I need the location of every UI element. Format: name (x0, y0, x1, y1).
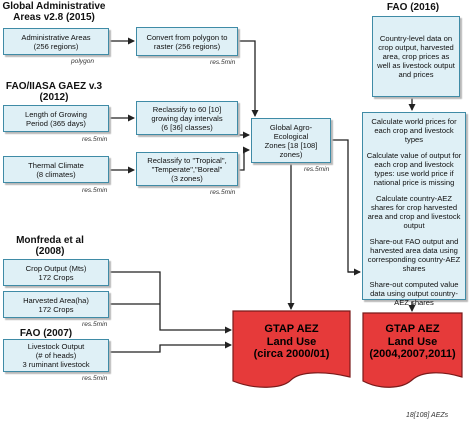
fao2007-heading: FAO (2007) (19, 328, 73, 339)
admin-areas-line2: (256 regions) (33, 41, 79, 51)
arrow-convert-to-aez (238, 40, 259, 117)
aez-line1: Global Agro-Ecological (269, 122, 313, 141)
livestock-line2: (# of heads) (35, 351, 77, 360)
gadm-heading-line2: Areas v2.8 (2015) (13, 12, 95, 23)
harvested-line2: 172 Crops (38, 304, 74, 314)
calc-step-4-line3: corresponding country-AEZ (367, 255, 461, 264)
calc-step-3-line4: output (403, 221, 425, 230)
aez-box: Global Agro-Ecological Zones [18 [108] z… (251, 118, 331, 163)
aez-note: res.5min (304, 166, 330, 173)
convert-line2: raster (256 regions) (153, 41, 221, 51)
fao2016-line5: and prices (398, 70, 434, 79)
calc-step-2-line1: Calculate value of output for (366, 151, 462, 160)
calc-step-1-line3: types (404, 135, 424, 144)
gtap-right-line3: (2004,2007,2011) (369, 348, 456, 360)
reclass-thermal-line2: "Temperate","Boreal" (151, 164, 223, 174)
calc-step-5: Share-out computed value data using outp… (369, 280, 458, 307)
thermal-line2: (8 climates) (36, 169, 76, 179)
gtap-left-shape (232, 310, 351, 388)
reclass-lgp-line2: growing day intervals (151, 113, 223, 123)
gtap-right-line2: Land Use (387, 335, 438, 348)
fao2016-heading: FAO (2016) (386, 2, 440, 13)
gtap-right-shape (362, 312, 463, 388)
convert-line1: Convert from polygon to (146, 32, 228, 42)
calc-step-5-line2: data using output country- (370, 289, 458, 298)
thermal-note: res.5min (82, 187, 108, 194)
reclass-thermal-line1: Reclassify to "Tropical", (147, 155, 227, 165)
convert-box: Convert from polygon to raster (256 regi… (136, 27, 238, 56)
crop-output-line1: Crop Output (Mts) (25, 263, 87, 273)
livestock-line3: 3 ruminant livestock (22, 360, 90, 369)
gadm-heading-line1: Global Administrative (2, 1, 106, 12)
admin-areas-box: Administrative Areas (256 regions) (3, 28, 109, 55)
thermal-line1: Thermal Climate (28, 160, 84, 170)
monfreda-heading-line1: Monfreda et al (16, 235, 84, 246)
gadm-heading: Global Administrative Areas v2.8 (2015) (0, 1, 108, 23)
calc-step-3-line3: area and crop and livestock (367, 212, 461, 221)
arrow-crop-to-gtap (109, 271, 232, 334)
lgp-note: res.5min (82, 136, 108, 143)
calc-step-4-line4: shares (402, 264, 426, 273)
crop-output-line2: 172 Crops (38, 272, 74, 282)
reclass-thermal-line3: (3 zones) (171, 173, 203, 183)
crop-output-box: Crop Output (Mts) 172 Crops (3, 259, 109, 286)
arrow-livestock-to-gtap (109, 341, 232, 353)
calc-step-2-line3: types: use world price if (374, 169, 454, 178)
fao2016-line3: area, crop prices as (382, 52, 450, 61)
gtap-right-line1: GTAP AEZ (385, 323, 440, 335)
aez-count-footnote: 18[108] AEZs (406, 412, 449, 419)
reclass-lgp-line1: Reclassify to 60 [10] (152, 104, 222, 114)
calc-step-4-line1: Share-out FAO output and (369, 237, 459, 246)
fao2016-line4: well as livestock output (377, 61, 455, 70)
gtap-right-label: GTAP AEZ Land Use (2004,2007,2011) (363, 323, 462, 361)
monfreda-heading: Monfreda et al (2008) (0, 235, 100, 257)
harvested-line1: Harvested Area(ha) (23, 295, 89, 305)
aez-line2: Zones [18 [108] zones) (264, 140, 318, 159)
calc-step-2-line4: national price is missing (373, 178, 455, 187)
reclass-lgp-box: Reclassify to 60 [10] growing day interv… (136, 101, 238, 135)
calc-step-1: Calculate world prices for each crop and… (371, 117, 456, 144)
reclass-lgp-line3: (6 [36] classes) (161, 122, 213, 132)
arrow-reclass-thermal-to-aez (238, 146, 250, 171)
convert-note: res.5min (210, 59, 236, 66)
gtap-left-line1: GTAP AEZ (264, 323, 319, 335)
monfreda-heading-line2: (2008) (35, 246, 65, 257)
calc-step-5-line3: AEZ shares (394, 298, 434, 307)
lgp-line2: Period (365 days) (26, 118, 86, 128)
fao2016-box: Country-level data on crop output, harve… (372, 16, 460, 97)
livestock-box: Livestock Output (# of heads) 3 ruminant… (3, 339, 109, 372)
livestock-line1: Livestock Output (27, 342, 85, 351)
gaez-heading-line1: FAO/IIASA GAEZ v.3 (5, 81, 103, 92)
calc-step-3-line1: Calculate country-AEZ (376, 194, 452, 203)
calc-step-2-line2: each crop and livestock (374, 160, 454, 169)
reclass-thermal-box: Reclassify to "Tropical", "Temperate","B… (136, 152, 238, 186)
calc-step-5-line1: Share-out computed value (369, 280, 459, 289)
gaez-heading-line2: (2012) (39, 92, 69, 103)
thermal-box: Thermal Climate (8 climates) (3, 156, 109, 183)
fao2007-note: res.5min (82, 375, 108, 382)
calc-step-2: Calculate value of output for each crop … (367, 151, 462, 187)
calculation-steps-box: Calculate world prices for each crop and… (362, 112, 466, 307)
lgp-box: Length of Growing Period (365 days) (3, 105, 109, 132)
admin-areas-line1: Administrative Areas (21, 32, 91, 42)
gadm-note: polygon (71, 58, 95, 65)
fao2016-line1: Country-level data on (379, 34, 453, 43)
harvested-area-box: Harvested Area(ha) 172 Crops (3, 291, 109, 318)
lgp-line1: Length of Growing (24, 109, 88, 119)
reclass-thermal-note: res.5min (210, 189, 236, 196)
calc-step-4-line2: harvested area data using (370, 246, 458, 255)
gtap-left-line2: Land Use (266, 335, 317, 348)
calc-step-3-line2: shares for crop harvested (370, 203, 458, 212)
calc-step-1-line2: each crop and livestock (374, 126, 454, 135)
gtap-left-label: GTAP AEZ Land Use (circa 2000/01) (233, 323, 350, 361)
gtap-left-line3: (circa 2000/01) (253, 348, 330, 360)
calc-step-4: Share-out FAO output and harvested area … (368, 237, 460, 273)
gaez-heading: FAO/IIASA GAEZ v.3 (2012) (0, 81, 108, 103)
calc-step-1-line1: Calculate world prices for (371, 117, 457, 126)
monfreda-note: res.5min (82, 321, 108, 328)
calc-step-3: Calculate country-AEZ shares for crop ha… (368, 194, 461, 230)
fao2016-line2: crop output, harvested (378, 43, 454, 52)
